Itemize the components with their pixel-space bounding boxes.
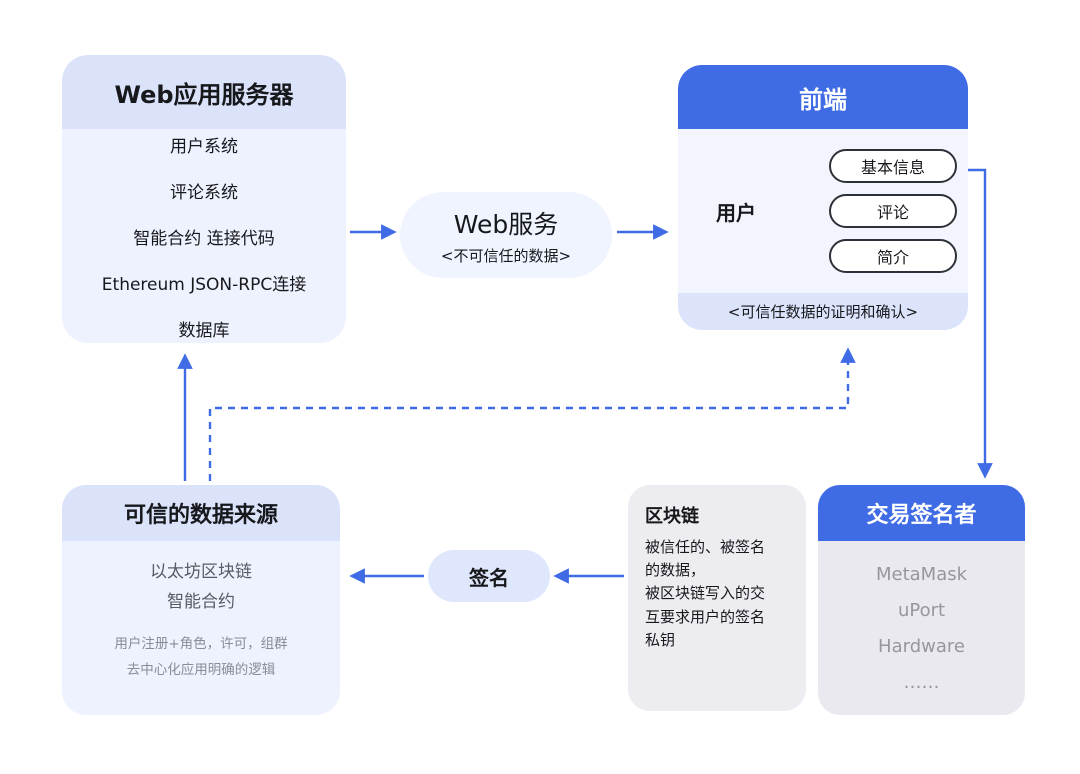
list-item: …… (903, 671, 940, 693)
transaction-signer-body: MetaMask uPort Hardware …… (818, 541, 1025, 715)
web-service-title: Web服务 (453, 209, 559, 239)
note-line: 用户注册+角色，许可，组群 (114, 636, 288, 652)
frontend-chip-list: 基本信息 评论 简介 (829, 149, 957, 273)
list-item: 数据库 (178, 320, 230, 341)
list-item: 智能合约 (167, 592, 235, 612)
list-item: 用户系统 (170, 136, 238, 157)
trusted-data-source-body: 以太坊区块链 智能合约 用户注册+角色，许可，组群 去中心化应用明确的逻辑 (62, 541, 340, 715)
blockchain-note: 区块链 被信任的、被签名 的数据， 被区块链写入的交 互要求用户的签名 私钥 (628, 485, 806, 711)
frontend-footer: <可信任数据的证明和确认> (678, 293, 968, 330)
blockchain-line: 的数据， (645, 561, 706, 580)
trusted-data-source-box: 可信的数据来源 以太坊区块链 智能合约 用户注册+角色，许可，组群 去中心化应用… (62, 485, 340, 715)
trusted-source-notes: 用户注册+角色，许可，组群 去中心化应用明确的逻辑 (114, 631, 287, 683)
blockchain-line: 被信任的、被签名 (645, 537, 766, 556)
blockchain-line: 私钥 (645, 630, 676, 649)
blockchain-line: 互要求用户的签名 (645, 607, 766, 626)
list-item: 评论系统 (170, 182, 238, 203)
list-item: Hardware (878, 635, 965, 657)
arrow-frontend-to-signer (966, 168, 993, 479)
list-item: uPort (897, 599, 946, 621)
frontend-body: 用户 基本信息 评论 简介 (678, 129, 968, 293)
chip-basic-info: 基本信息 (829, 149, 957, 183)
trusted-data-source-title: 可信的数据来源 (62, 485, 340, 541)
frontend-box: 前端 用户 基本信息 评论 简介 <可信任数据的证明和确认> (678, 65, 968, 330)
user-label: 用户 (716, 200, 756, 225)
frontend-title: 前端 (678, 65, 968, 129)
transaction-signer-box: 交易签名者 MetaMask uPort Hardware …… (818, 485, 1025, 715)
blockchain-title: 区块链 (645, 506, 699, 527)
list-item: MetaMask (875, 563, 968, 585)
web-service-node: Web服务 <不可信任的数据> (400, 192, 612, 278)
web-app-server-box: Web应用服务器 用户系统 评论系统 智能合约 连接代码 Ethereum JS… (62, 55, 346, 343)
list-item: 智能合约 连接代码 (133, 228, 275, 249)
transaction-signer-title: 交易签名者 (818, 485, 1025, 541)
note-line: 去中心化应用明确的逻辑 (126, 662, 276, 678)
blockchain-line: 被区块链写入的交 (645, 584, 766, 603)
web-service-subtitle: <不可信任的数据> (440, 246, 572, 265)
dashed-arrow-trusted-to-frontend (208, 347, 856, 481)
chip-comments: 评论 (829, 194, 957, 228)
sign-node: 签名 (428, 550, 550, 602)
list-item: 以太坊区块链 (150, 562, 252, 582)
chip-profile: 简介 (829, 239, 957, 273)
list-item: Ethereum JSON-RPC连接 (101, 274, 307, 295)
web-app-server-body: 用户系统 评论系统 智能合约 连接代码 Ethereum JSON-RPC连接 … (62, 129, 346, 343)
web-app-server-title: Web应用服务器 (62, 55, 346, 129)
